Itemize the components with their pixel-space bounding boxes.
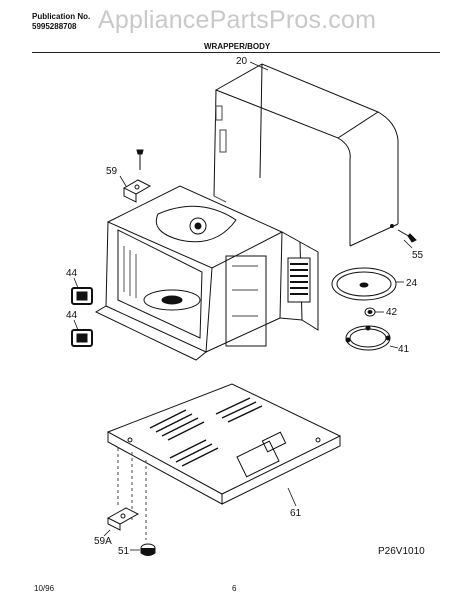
- latch-bracket-lower: [71, 329, 93, 347]
- turntable-tray: [331, 267, 397, 301]
- alignment-lines: [117, 448, 147, 540]
- callout-20: 20: [236, 56, 248, 67]
- latch-bracket-upper: [71, 287, 93, 305]
- callout-24: 24: [406, 278, 418, 289]
- callout-41: 41: [398, 344, 410, 355]
- publication-number: 5995288708: [32, 22, 77, 31]
- bottom-bracket: [106, 507, 140, 531]
- footer-page-number: 6: [232, 584, 237, 593]
- header-rule: [32, 52, 440, 53]
- coupler: [364, 307, 376, 317]
- callout-59a: 59A: [94, 536, 112, 547]
- rubber-foot: [140, 543, 156, 556]
- footer-date: 10/96: [34, 584, 55, 593]
- callout-51: 51: [118, 546, 130, 557]
- leader-lines: [73, 61, 413, 551]
- callout-44-upper: 44: [66, 268, 78, 279]
- wrapper-cover: [213, 63, 399, 247]
- callout-44-lower: 44: [66, 310, 78, 321]
- watermark-text: AppliancePartsPros.com: [98, 6, 377, 34]
- callout-55: 55: [412, 250, 424, 261]
- wrapper-screw: [397, 229, 417, 243]
- callout-42: 42: [386, 307, 398, 318]
- publication-label: Publication No.: [32, 12, 91, 21]
- oven-cavity: [94, 185, 319, 361]
- section-title: WRAPPER/BODY: [204, 42, 271, 51]
- callout-59: 59: [106, 166, 118, 177]
- diagram-code: P26V1010: [378, 546, 425, 557]
- callout-61: 61: [290, 508, 302, 519]
- top-bracket: [122, 149, 152, 203]
- base-plate: [106, 383, 342, 505]
- roller-ring: [345, 325, 391, 351]
